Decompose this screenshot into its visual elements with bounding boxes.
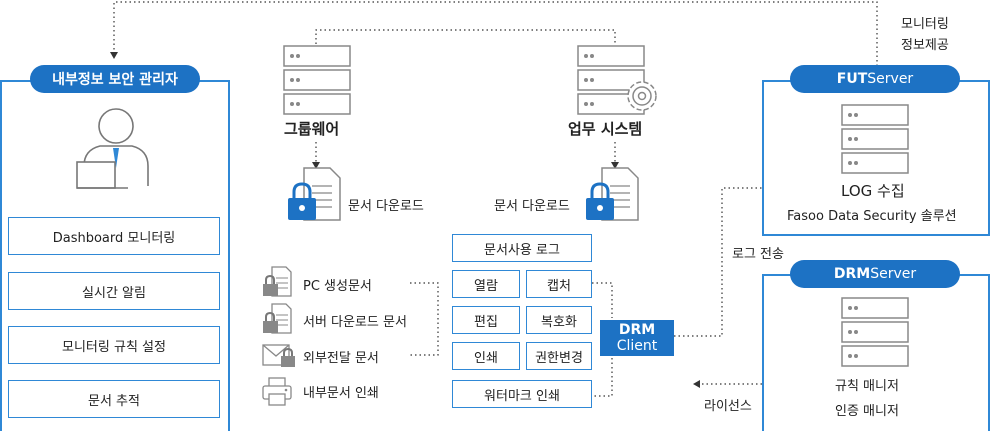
fasoo-product-label: Fasoo Data Security 솔루션 bbox=[787, 209, 957, 224]
drm-client-line2: Client bbox=[616, 338, 658, 354]
printer-icon bbox=[262, 377, 292, 406]
log-item-decrypt: 복호화 bbox=[526, 306, 592, 334]
server-document-lock-icon bbox=[263, 303, 292, 334]
doc-type-server-download: 서버 다운로드 문서 bbox=[303, 315, 407, 330]
external-mail-lock-icon bbox=[262, 344, 295, 367]
license-label: 라이선스 bbox=[704, 399, 752, 414]
drm-client-line1: DRM bbox=[618, 322, 656, 338]
auth-manager-label: 인증 매니저 bbox=[835, 404, 899, 419]
admin-menu: Dashboard 모니터링 실시간 알림 모니터링 규칙 설정 문서 추적 bbox=[0, 210, 226, 429]
drm-label-bold: DRM bbox=[833, 266, 871, 282]
monitoring-label-line2: 정보제공 bbox=[901, 38, 949, 53]
log-transfer-label: 로그 전송 bbox=[732, 247, 784, 262]
fut-label-bold: FUT bbox=[836, 71, 868, 87]
groupware-business-line bbox=[315, 29, 616, 44]
fut-label-rest: Server bbox=[867, 71, 914, 87]
drm-server-title: DRM Server bbox=[790, 260, 960, 288]
fut-server-icon bbox=[841, 104, 909, 174]
business-server-icon bbox=[577, 45, 657, 115]
doc-type-internal-print: 내부문서 인쇄 bbox=[303, 386, 379, 401]
log-item-permission-change: 권한변경 bbox=[526, 342, 592, 370]
gear-icon bbox=[627, 81, 657, 111]
arrow-business bbox=[611, 162, 619, 169]
drm-label-rest: Server bbox=[870, 266, 917, 282]
groupware-title: 그룹웨어 bbox=[284, 120, 340, 138]
monitoring-info-line bbox=[113, 1, 878, 66]
drm-client-box: DRM Client bbox=[600, 320, 674, 356]
menu-document-tracking[interactable]: 문서 추적 bbox=[8, 380, 220, 418]
admin-user-icon bbox=[76, 108, 149, 189]
arrow-groupware bbox=[312, 162, 320, 169]
arrow-license bbox=[693, 380, 700, 388]
log-item-print: 인쇄 bbox=[452, 342, 520, 370]
log-collect-label: LOG 수집 bbox=[841, 182, 905, 200]
business-title: 업무 시스템 bbox=[568, 120, 643, 138]
fut-server-title: FUT Server bbox=[790, 65, 960, 93]
arrow-to-admin bbox=[110, 52, 118, 59]
rule-manager-label: 규칙 매니저 bbox=[835, 379, 899, 394]
admin-title: 내부정보 보안 관리자 bbox=[30, 65, 200, 93]
pc-document-lock-icon bbox=[263, 266, 292, 297]
menu-realtime-alert[interactable]: 실시간 알림 bbox=[8, 272, 220, 310]
log-item-capture: 캡처 bbox=[526, 270, 592, 298]
log-item-view: 열람 bbox=[452, 270, 520, 298]
business-download-label: 문서 다운로드 bbox=[494, 199, 570, 214]
usage-log-title: 문서사용 로그 bbox=[452, 234, 592, 262]
usage-bracket-bottom bbox=[592, 358, 613, 397]
groupware-download-label: 문서 다운로드 bbox=[348, 199, 424, 214]
doctype-bracket-line bbox=[410, 282, 439, 356]
log-item-edit: 편집 bbox=[452, 306, 520, 334]
groupware-locked-document-icon bbox=[288, 167, 341, 221]
drm-server-icon bbox=[841, 297, 909, 367]
doc-type-external: 외부전달 문서 bbox=[303, 351, 379, 366]
doc-type-pc: PC 생성문서 bbox=[303, 279, 372, 294]
usage-bracket-top bbox=[592, 282, 613, 318]
menu-dashboard-monitoring[interactable]: Dashboard 모니터링 bbox=[8, 217, 220, 255]
log-item-watermark-print: 워터마크 인쇄 bbox=[452, 380, 592, 408]
menu-monitoring-rules[interactable]: 모니터링 규칙 설정 bbox=[8, 326, 220, 364]
groupware-server-icon bbox=[283, 45, 351, 115]
monitoring-label-line1: 모니터링 bbox=[901, 17, 949, 32]
business-locked-document-icon bbox=[586, 167, 639, 221]
